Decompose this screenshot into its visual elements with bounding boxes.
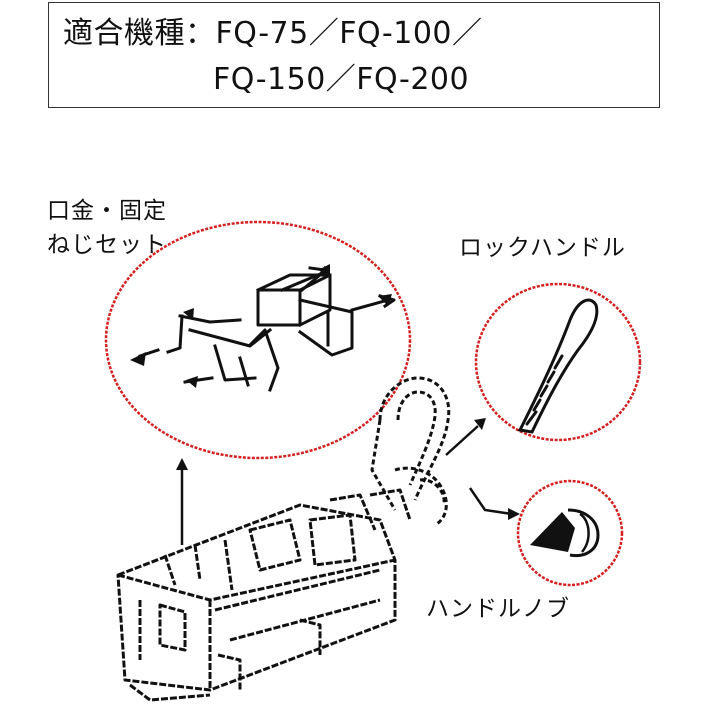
handle-knob-circle xyxy=(516,479,624,587)
screw-heads xyxy=(130,264,392,388)
compatible-models-line-1: 適合機種：FQ-75／FQ-100／ xyxy=(63,16,483,51)
compatible-models-line-2: FQ-150／FQ-200 xyxy=(213,62,470,97)
label-base-screw-set-line-1: 口金・固定 xyxy=(47,198,167,224)
arrowheads xyxy=(176,418,520,520)
base-and-screws-drawing xyxy=(138,265,396,392)
arrow-to-handle-knob xyxy=(468,487,513,516)
handle-assembled-dashed xyxy=(370,376,451,527)
screw-head-bottom xyxy=(186,376,198,388)
leader-arrows xyxy=(180,425,513,545)
lock-handle-drawing xyxy=(517,298,599,434)
screw-head-upper xyxy=(318,264,330,276)
label-handle-knob: ハンドルノブ xyxy=(426,596,570,622)
machine-body-drawing xyxy=(116,488,412,702)
handle-knob-drawing xyxy=(530,508,600,558)
screw-head-top xyxy=(183,308,194,320)
lock-handle-circle xyxy=(474,282,642,442)
arrow-to-lock-handle xyxy=(445,425,479,456)
compatible-models-box: 適合機種：FQ-75／FQ-100／ FQ-150／FQ-200 xyxy=(48,2,660,108)
screw-head-right xyxy=(378,294,392,306)
base-screw-set-circle xyxy=(104,220,412,460)
screw-head-left xyxy=(130,352,146,366)
label-lock-handle: ロックハンドル xyxy=(459,235,626,261)
label-base-screw-set-line-2: ねじセット xyxy=(47,232,167,258)
